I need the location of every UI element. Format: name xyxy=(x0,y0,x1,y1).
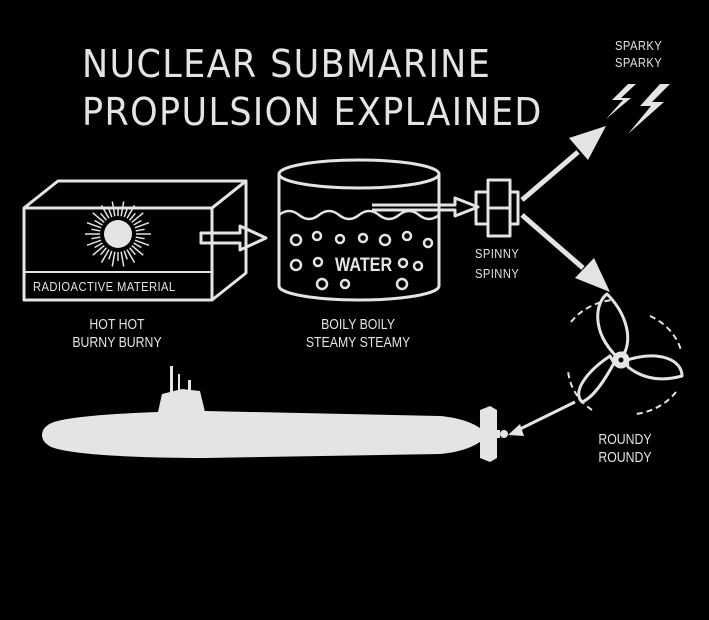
hot-label-1: HOT HOT xyxy=(89,316,145,333)
explosion-ray xyxy=(91,236,101,240)
radioactive-label: RADIOACTIVE MATERIAL xyxy=(33,279,176,294)
explosion-ray xyxy=(133,242,142,249)
explosion-ray xyxy=(100,249,110,263)
roundy-label-1: ROUNDY xyxy=(598,431,652,448)
hot-label-2: BURNY BURNY xyxy=(72,334,162,351)
explosion-ray xyxy=(111,251,116,267)
propeller-icon xyxy=(567,292,684,415)
sparky-label-2: SPARKY xyxy=(615,55,663,70)
roundy-label-2: ROUNDY xyxy=(598,449,652,466)
arrow-icon xyxy=(520,126,606,202)
explosion-ray xyxy=(86,239,102,246)
lightning-icon xyxy=(606,84,670,134)
explosion-ray xyxy=(128,212,136,221)
explosion-ray xyxy=(100,205,110,219)
explosion-ray xyxy=(128,247,136,256)
explosion-ray xyxy=(92,212,105,224)
explosion-ray xyxy=(108,250,113,260)
explosion-ray xyxy=(131,212,144,224)
water-label: WATER xyxy=(335,255,393,276)
explosion-ray xyxy=(123,208,128,218)
explosion-ray xyxy=(120,201,125,217)
explosion-ray xyxy=(133,219,142,226)
spinny-label-2: SPINNY xyxy=(475,266,520,281)
explosion-ray xyxy=(134,222,150,229)
explosion-ray xyxy=(134,239,150,246)
turbine-icon xyxy=(474,178,520,238)
explosion-ray xyxy=(131,244,144,256)
explosion-icon xyxy=(85,201,151,267)
explosion-ray xyxy=(108,208,113,218)
explosion-ray xyxy=(100,247,108,256)
explosion-ray xyxy=(92,244,105,256)
title-line-2: PROPULSION EXPLAINED xyxy=(82,90,543,134)
boiler-icon xyxy=(277,158,441,302)
arrow-icon xyxy=(372,196,480,218)
explosion-ray xyxy=(123,250,128,260)
explosion-ray xyxy=(126,249,136,263)
explosion-ray xyxy=(86,222,102,229)
submarine-icon xyxy=(42,366,508,462)
bubble-icon xyxy=(289,230,434,291)
boily-label-1: BOILY BOILY xyxy=(321,316,395,333)
explosion-ray xyxy=(120,251,125,267)
title-line-1: NUCLEAR SUBMARINE xyxy=(82,42,492,86)
sparky-label-1: SPARKY xyxy=(615,38,663,53)
spinny-label-1: SPINNY xyxy=(475,246,520,261)
explosion-ray xyxy=(126,205,136,219)
explosion-ray xyxy=(100,212,108,221)
explosion-ray xyxy=(94,242,103,249)
explosion-ray xyxy=(91,228,101,232)
arrow-icon xyxy=(508,400,576,436)
explosion-ray xyxy=(94,219,103,226)
explosion-ray xyxy=(135,236,145,240)
arrow-icon xyxy=(199,224,268,252)
explosion-ray xyxy=(111,201,116,217)
boily-label-2: STEAMY STEAMY xyxy=(305,334,411,351)
arrow-icon xyxy=(520,213,610,292)
explosion-ray xyxy=(135,228,145,232)
